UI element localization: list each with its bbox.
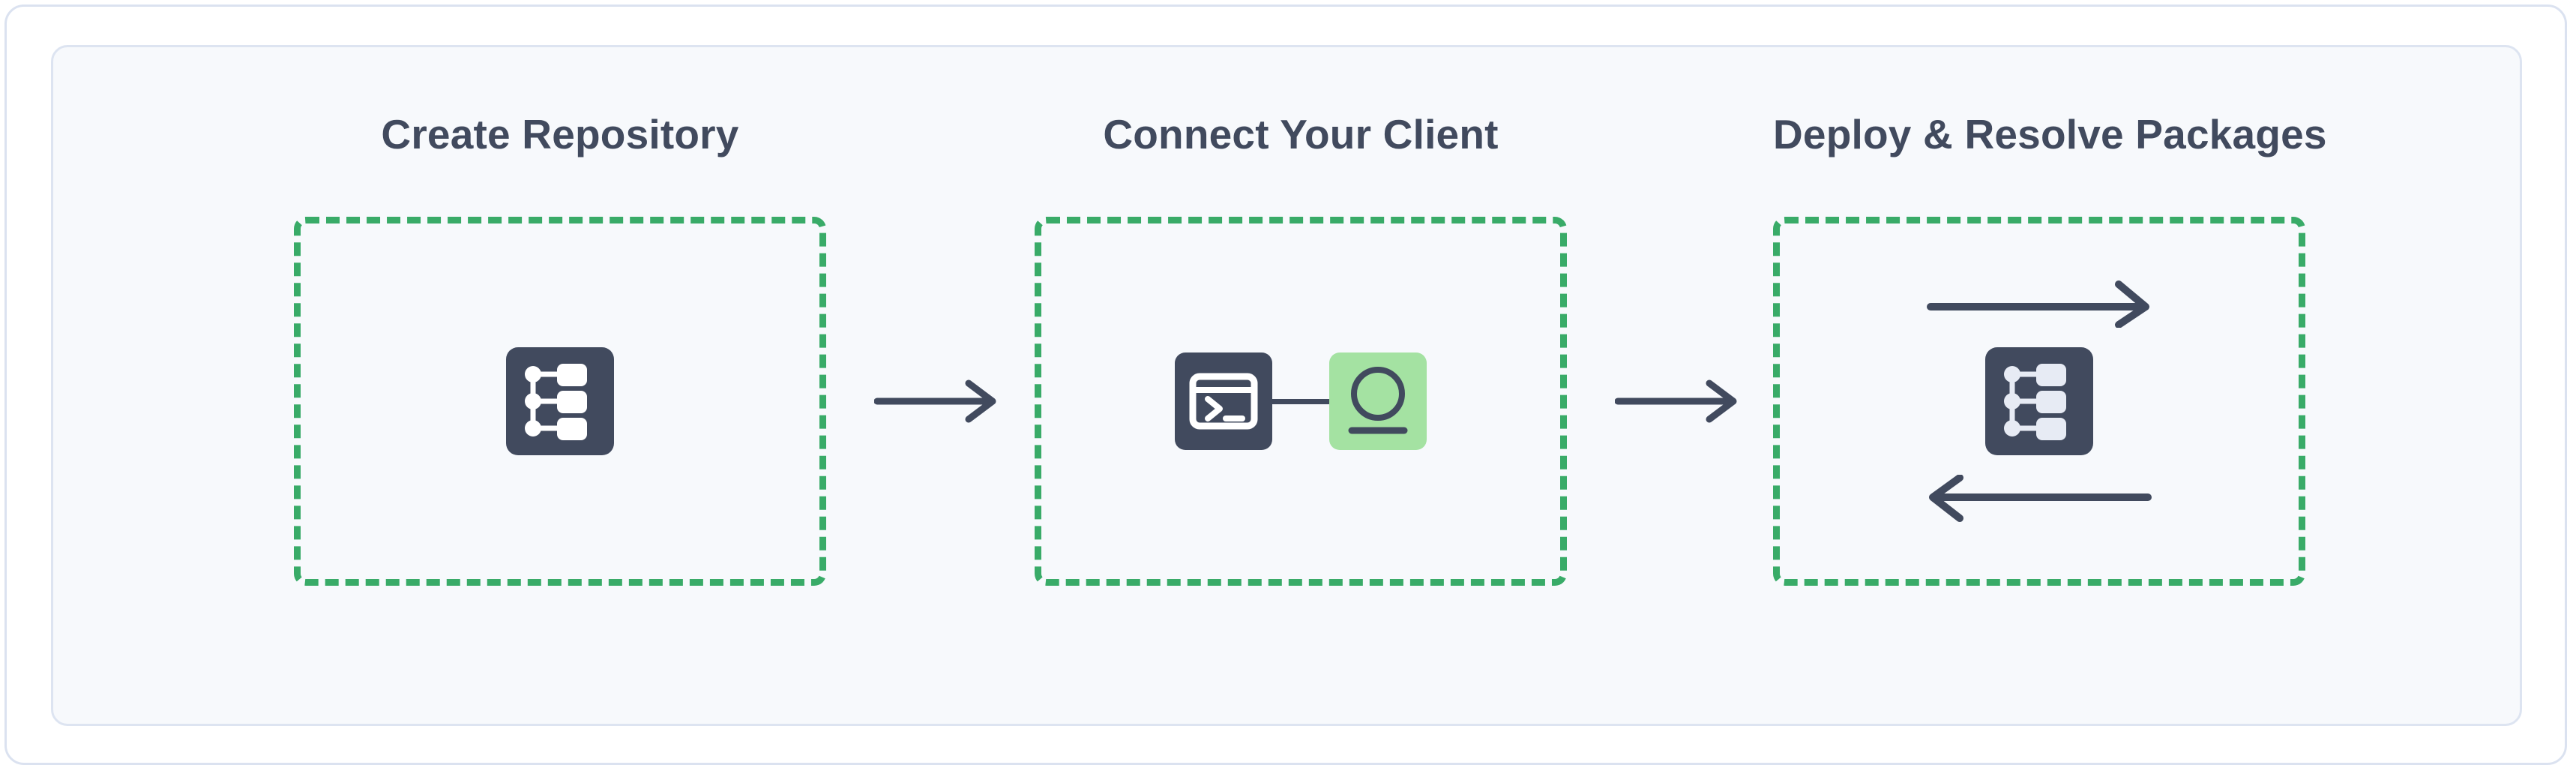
step-create-repository: Create Repository <box>294 47 826 724</box>
step-title-create-repository: Create Repository <box>381 111 739 158</box>
terminal-icon <box>1175 352 1272 450</box>
arrow-left-icon <box>1929 475 2152 522</box>
client-connection-group <box>1175 352 1427 450</box>
package-icon <box>1329 352 1427 450</box>
step-connect-your-client: Connect Your Client <box>1035 47 1567 724</box>
dashed-box-deploy-and-resolve-packages <box>1773 217 2305 586</box>
repository-icon <box>1985 347 2093 455</box>
arrow-right-icon <box>1927 280 2149 328</box>
outer-card: Create Repository <box>4 4 2567 765</box>
step-title-deploy-and-resolve-packages: Deploy & Resolve Packages <box>1773 111 2327 158</box>
flow-arrow-1-icon <box>874 380 996 423</box>
dashed-box-connect-your-client <box>1035 217 1567 586</box>
connector-line <box>1272 398 1329 404</box>
workflow-panel: Create Repository <box>51 45 2522 726</box>
step-deploy-and-resolve-packages: Deploy & Resolve Packages <box>1773 47 2327 724</box>
dashed-box-create-repository <box>294 217 826 586</box>
flow-arrow-2-icon <box>1615 380 1737 423</box>
repository-icon <box>506 347 614 455</box>
step-title-connect-your-client: Connect Your Client <box>1103 111 1499 158</box>
